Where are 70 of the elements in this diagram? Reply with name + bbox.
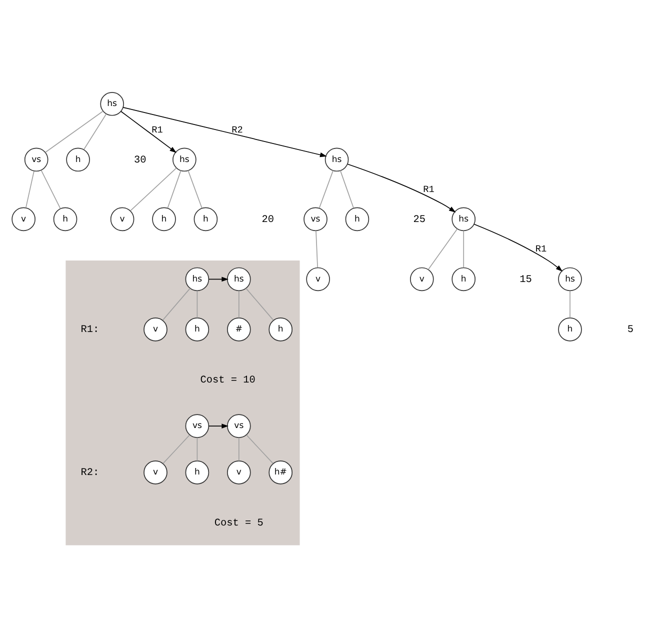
arrow [347, 163, 456, 212]
label: R2: [80, 466, 100, 479]
node-circle: v [410, 266, 434, 291]
node-circle: v [306, 266, 330, 291]
label: 20 [262, 213, 274, 226]
node-circle: h [558, 317, 582, 341]
node-circle: h [345, 206, 370, 231]
node-circle: h [452, 266, 476, 291]
label: 5 [627, 324, 634, 336]
node-circle: h [152, 206, 176, 231]
edge-label: R1 [152, 124, 163, 135]
label: R1: [80, 324, 100, 336]
node-circle: h [185, 460, 210, 484]
edge-label: R2 [232, 124, 243, 135]
node-circle: hs [452, 206, 476, 231]
arrow [474, 223, 563, 272]
connector [428, 228, 458, 270]
connector [316, 230, 318, 268]
connector [130, 167, 177, 211]
node-circle: hs [558, 266, 582, 291]
node-circle: vs [24, 147, 48, 172]
label: Cost = 10 [200, 374, 256, 386]
connector [40, 169, 61, 209]
connector [84, 113, 107, 150]
connector [44, 110, 104, 152]
connector [167, 170, 182, 208]
edge-label: R1 [535, 242, 547, 254]
connector [196, 436, 198, 461]
label: 15 [520, 273, 532, 286]
node-circle: v [110, 206, 134, 231]
connector [162, 434, 190, 464]
node-circle: vs [185, 414, 210, 438]
arrow [208, 423, 228, 428]
connector [238, 290, 240, 318]
connector [340, 170, 354, 208]
connector [246, 287, 274, 320]
node-circle: hs [172, 147, 196, 172]
node-circle: hs [226, 266, 251, 291]
node-circle: hs [100, 91, 124, 116]
cluster [66, 260, 300, 545]
connector [238, 436, 240, 461]
node-circle: vs [304, 206, 328, 231]
node-circle: h# [268, 460, 293, 484]
node-circle: v [12, 206, 36, 231]
node-circle: h [185, 317, 210, 341]
label: 25 [413, 213, 426, 226]
label: 30 [134, 154, 146, 166]
node-circle: hs [185, 266, 210, 291]
node-circle: v [144, 460, 168, 484]
connector [196, 290, 198, 318]
arrow [120, 110, 177, 152]
label: Cost = 5 [214, 516, 264, 529]
edge-label: R1 [423, 183, 434, 194]
connector [25, 170, 34, 208]
node-circle: v [144, 317, 168, 341]
node-circle: v [226, 460, 251, 484]
connector [246, 434, 274, 464]
node-circle: # [226, 317, 251, 341]
node-circle: hs [324, 147, 349, 172]
connector [463, 230, 464, 268]
arrow [122, 106, 327, 157]
connector [318, 170, 334, 208]
node-circle: vs [226, 414, 251, 438]
node-circle: h [66, 147, 90, 172]
node-circle: h [194, 206, 218, 231]
node-circle: h [268, 317, 293, 341]
arrow [208, 276, 228, 282]
node-circle: h [53, 206, 78, 231]
connector [188, 170, 202, 208]
connector [162, 287, 191, 320]
